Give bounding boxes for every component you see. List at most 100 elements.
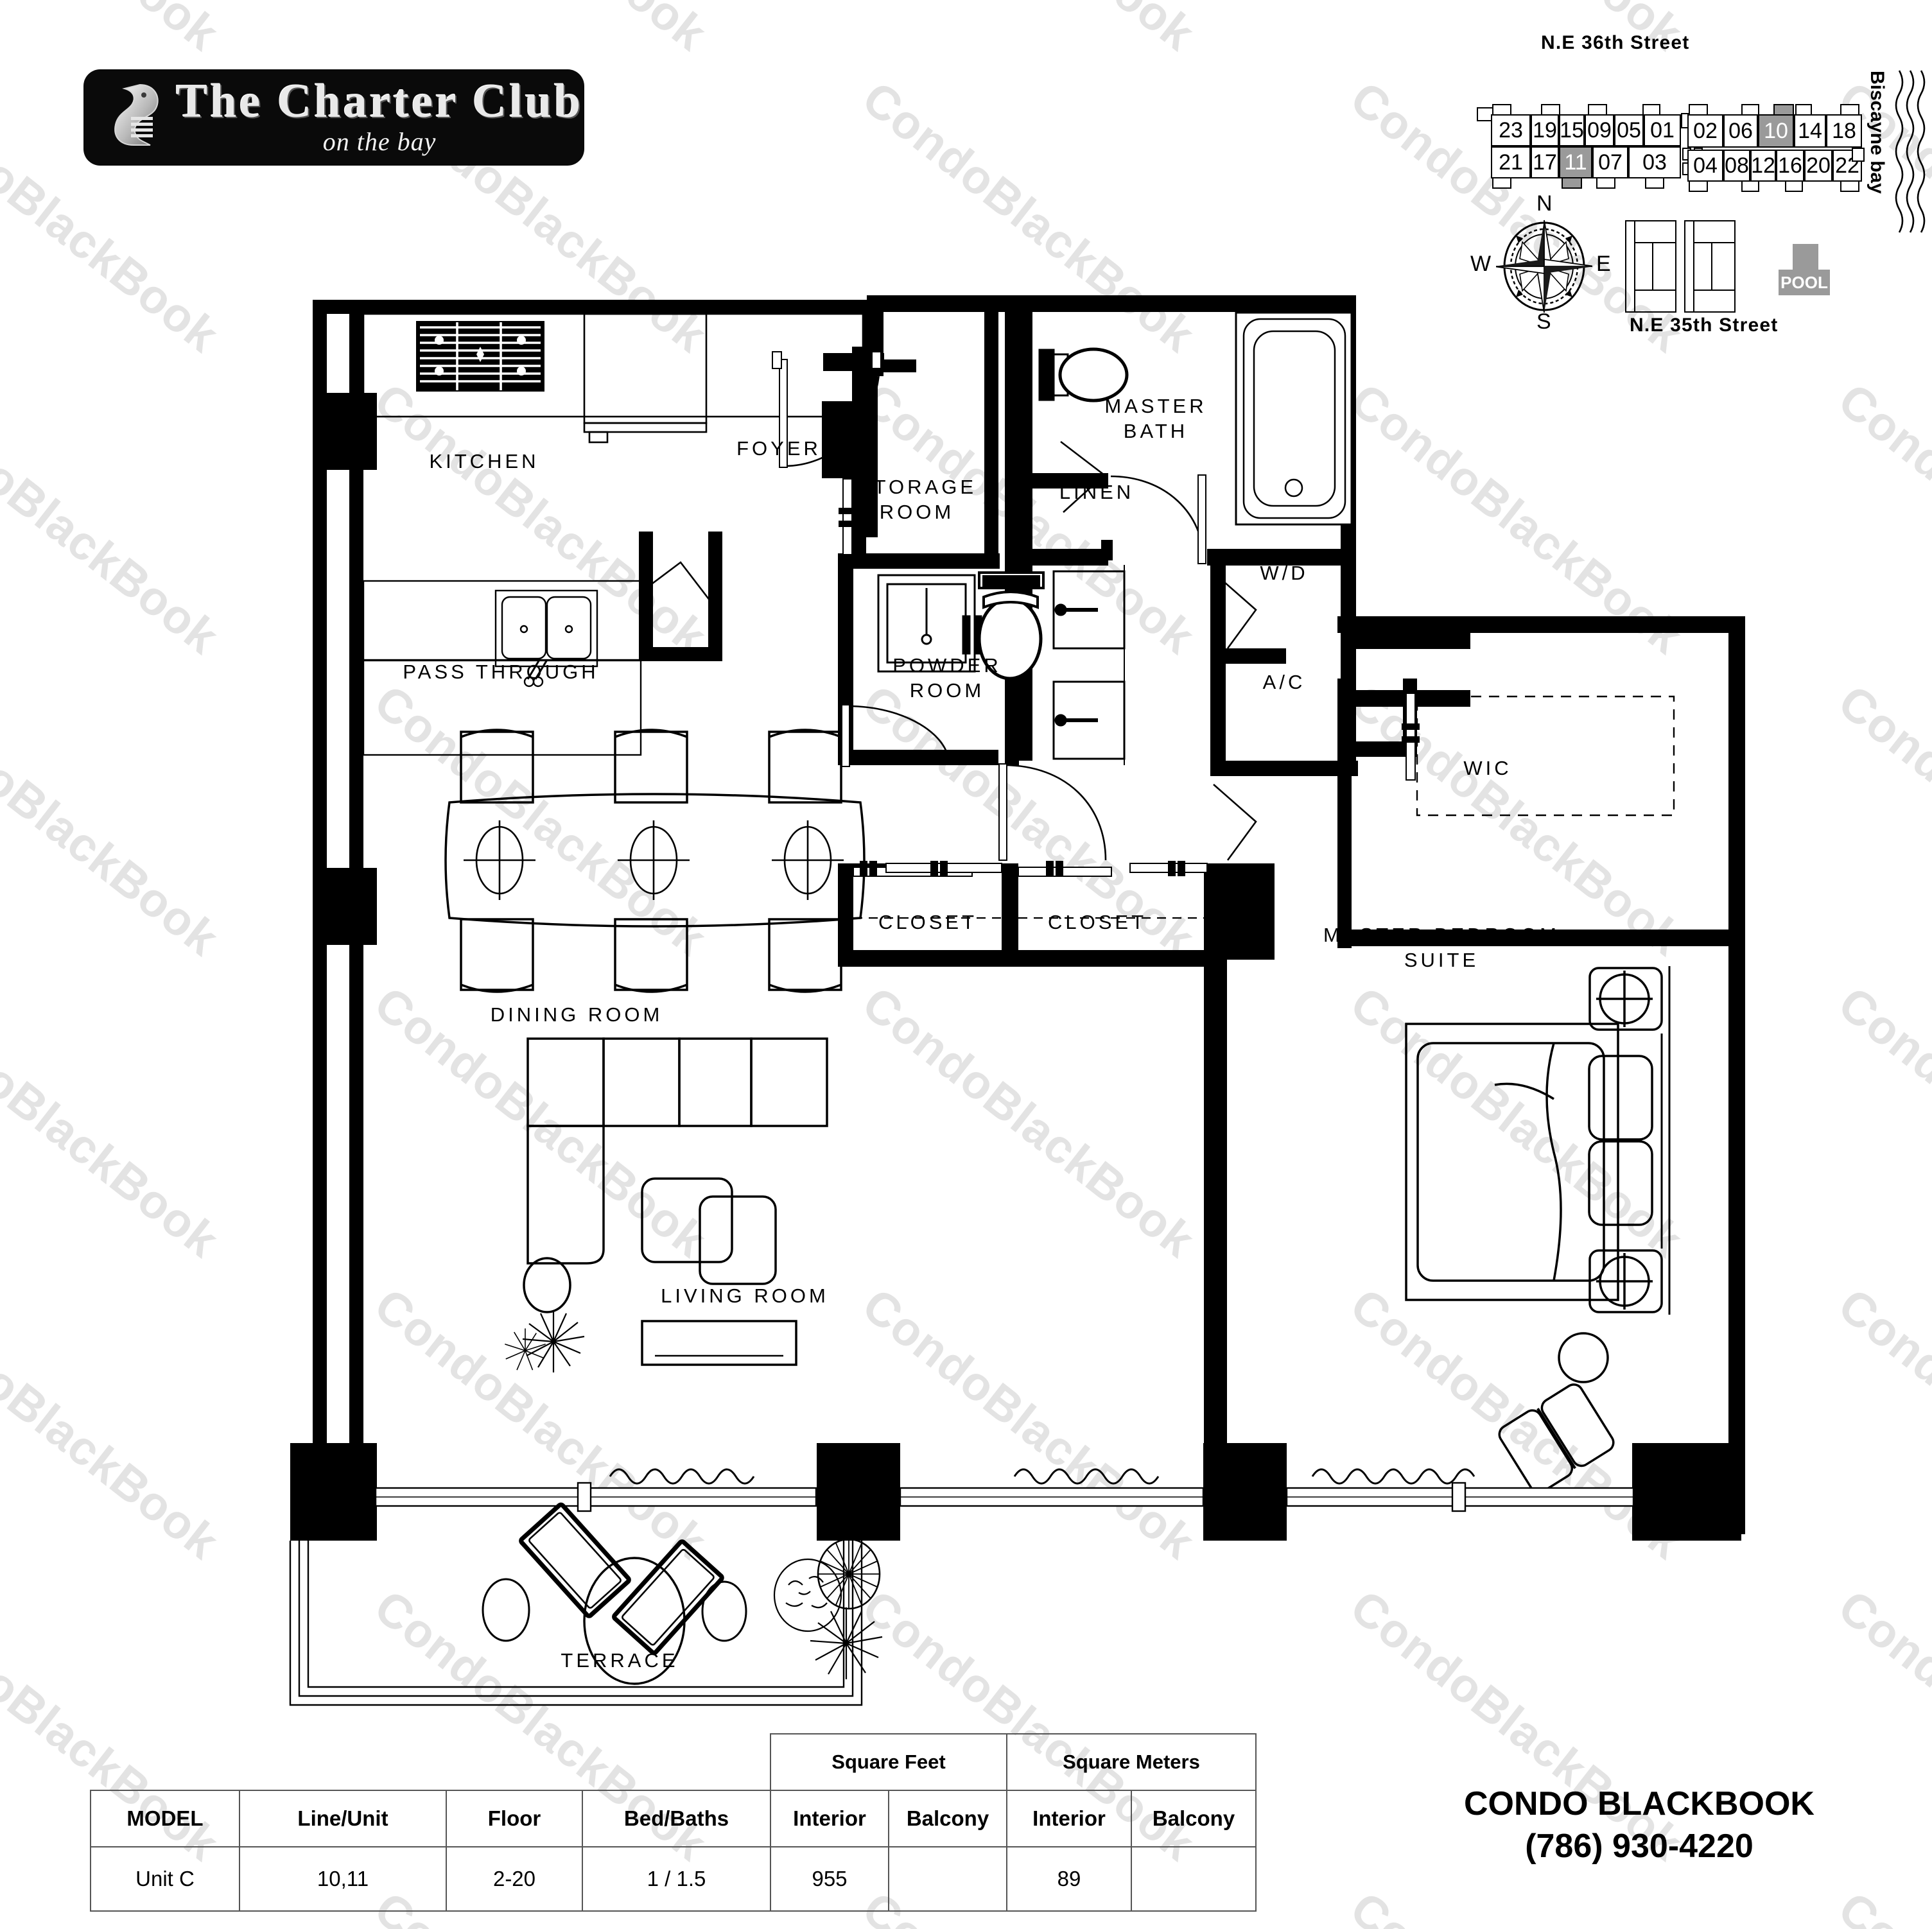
keyplan-unit-23[interactable]: 23 [1491,114,1531,146]
room-label-master-bath: MASTER BATH [1104,395,1207,442]
street-label-ne-35th: N.E 35th Street [1630,315,1779,336]
keyplan-unit-04[interactable]: 04 [1687,150,1723,182]
keyplan-unit-11-selected[interactable]: 11 [1559,146,1592,178]
keyplan-unit-01[interactable]: 01 [1644,114,1681,146]
keyplan-unit-21[interactable]: 21 [1491,146,1531,178]
keyplan-stub [1645,177,1664,189]
hall-door [998,763,1107,861]
room-label-master-bedroom-suite: MASTER BEDROOM SUITE [1323,924,1560,971]
room-label-powder-room: POWDER ROOM [892,654,1002,702]
compass-rose-icon [1496,220,1592,313]
table-header-row: MODEL Line/Unit Floor Bed/Baths Interior… [90,1790,1257,1847]
living-room-furniture [523,1037,828,1366]
seahorse-icon [100,80,171,155]
compass-south-label: S [1536,309,1551,334]
logo-title: The Charter Club [176,75,584,128]
keyplan-unit-15[interactable]: 15 [1559,114,1585,146]
room-label-kitchen: KITCHEN [429,450,539,472]
water-waves-icon [1895,70,1926,233]
keyplan-stub [1492,177,1511,189]
plant-icon [505,1311,585,1372]
col-header-floor: Floor [446,1790,583,1847]
water-label-biscayne-bay: Biscayne bay [1867,71,1888,194]
cell-sm-interior: 89 [1006,1846,1132,1912]
table-group-header-row: Square Feet Square Meters [91,1733,1257,1791]
site-key-plan: N.E 36th Street Biscayne bay 23 19 15 09… [1464,32,1926,336]
brand-name-light: CONDO [1464,1785,1597,1822]
keyplan-unit-16[interactable]: 16 [1776,150,1804,182]
cell-sf-interior: 955 [770,1846,889,1912]
keyplan-stub [1596,177,1615,189]
keyplan-unit-20[interactable]: 20 [1804,150,1832,182]
keyplan-stub [1689,180,1708,192]
cell-line-unit: 10,11 [239,1846,447,1912]
compass-west-label: W [1470,252,1492,276]
room-label-terrace: TERRACE [561,1649,679,1672]
col-header-model: MODEL [90,1790,240,1847]
master-bath-fixtures [1038,311,1353,564]
unit-spec-table: Square Feet Square Meters MODEL Line/Uni… [90,1733,1257,1912]
col-header-sm-balcony: Balcony [1131,1790,1257,1847]
street-label-ne-36th: N.E 36th Street [1541,32,1690,53]
keyplan-unit-06[interactable]: 06 [1723,114,1758,148]
col-header-sf-interior: Interior [770,1790,889,1847]
group-header-square-meters: Square Meters [1006,1733,1257,1791]
bedroom-lounge [1498,1332,1615,1494]
curtain-indication [609,1468,1475,1485]
col-header-bed-baths: Bed/Baths [582,1790,771,1847]
keyplan-unit-10-selected[interactable]: 10 [1758,114,1794,148]
foyer-entry-door [772,351,882,468]
brand-name-bold: BLACKBOOK [1597,1785,1815,1822]
spec-table: Square Feet Square Meters MODEL Line/Uni… [90,1733,1257,1912]
keyplan-stub [1741,180,1759,192]
keyplan-unit-09[interactable]: 09 [1585,114,1614,146]
brand-phone: (786) 930-4220 [1525,1828,1754,1865]
wic-shelf-outline [1416,695,1675,817]
cell-floor: 2-20 [446,1846,583,1912]
keyplan-unit-08[interactable]: 08 [1723,150,1750,182]
table-row: Unit C 10,11 2-20 1 / 1.5 955 89 [90,1846,1257,1912]
room-label-closet-2: CLOSET [1047,911,1147,933]
keyplan-unit-05[interactable]: 05 [1614,114,1644,146]
keyplan-unit-22[interactable]: 22 [1832,150,1862,182]
group-header-square-feet: Square Feet [770,1733,1007,1791]
keyplan-unit-18[interactable]: 18 [1826,114,1862,148]
keyplan-unit-03[interactable]: 03 [1628,146,1681,178]
structural-walls [290,295,1745,1541]
compass-north-label: N [1536,191,1553,216]
master-bed-furniture [1405,966,1671,1315]
hall-vanity [1052,565,1126,765]
terrace-furniture [482,1502,747,1685]
room-label-pass-through: PASS THROUGH [403,661,599,683]
condo-blackbook-branding: CONDO BLACKBOOK (786) 930-4220 [1464,1785,1815,1865]
keyplan-unit-19[interactable]: 19 [1531,114,1559,146]
room-label-foyer: FOYER [736,437,821,460]
terrace-outline [289,1541,863,1706]
pool-label: POOL [1779,270,1830,295]
keyplan-unit-17[interactable]: 17 [1531,146,1559,178]
cell-model: Unit C [90,1846,240,1912]
kitchen-fixtures [362,313,864,756]
room-label-closet-1: CLOSET [878,911,978,933]
keyplan-unit-02[interactable]: 02 [1687,114,1723,148]
keyplan-stub [1840,180,1859,192]
keyplan-unit-12[interactable]: 12 [1750,150,1776,182]
keyplan-unit-14[interactable]: 14 [1794,114,1826,148]
keyplan-unit-07[interactable]: 07 [1592,146,1628,178]
col-header-sf-balcony: Balcony [888,1790,1007,1847]
keyplan-stub [1785,180,1803,192]
charter-club-logo: The Charter Club on the bay [83,69,584,166]
amenity-deck-diagram [1625,220,1736,313]
cell-bed-baths: 1 / 1.5 [582,1846,771,1912]
room-label-wic: WIC [1463,757,1512,779]
terrace-plants-icon [773,1538,883,1679]
col-header-line-unit: Line/Unit [239,1790,447,1847]
powder-room-fixtures [841,571,1045,767]
room-label-linen: LINEN [1059,481,1135,503]
storage-door [839,478,857,555]
wic-door [1402,693,1420,781]
room-label-dining-room: DINING ROOM [490,1003,663,1026]
closet-rods [853,861,1208,877]
keyplan-stub [1562,177,1582,189]
